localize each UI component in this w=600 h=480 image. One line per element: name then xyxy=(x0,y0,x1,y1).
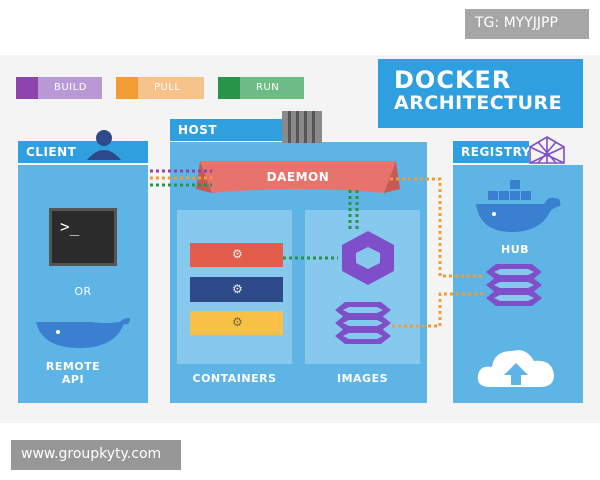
server-icon xyxy=(282,111,322,143)
container-gear-icon: ⚙ xyxy=(232,247,243,261)
container-gear-icon: ⚙ xyxy=(232,315,243,329)
remote-api-line-2: API xyxy=(61,373,85,386)
docker-whale-icon xyxy=(36,318,130,348)
title-box xyxy=(378,59,583,128)
cloud-upload-icon xyxy=(477,350,554,387)
watermark-top: TG: MYYJJPP xyxy=(465,9,589,39)
watermark-bottom: www.groupkyty.com xyxy=(11,440,181,470)
legend-run-label: RUN xyxy=(256,82,280,93)
hub-image-stack-icon xyxy=(486,264,542,306)
daemon-label: DAEMON xyxy=(266,170,330,184)
client-panel xyxy=(18,165,148,403)
images-label: IMAGES xyxy=(336,372,389,385)
docker-hub-whale-icon xyxy=(476,180,561,232)
terminal-icon: >_ xyxy=(49,208,117,266)
legend-run-swatch xyxy=(218,77,240,99)
container-navy xyxy=(190,277,283,302)
host-title: HOST xyxy=(170,119,282,141)
legend-build-swatch xyxy=(16,77,38,99)
registry-grid-icon xyxy=(529,136,565,164)
client-or: OR xyxy=(74,285,92,298)
container-gear-icon: ⚙ xyxy=(232,282,243,296)
legend-build: BUILD xyxy=(16,77,102,99)
legend-pull-swatch xyxy=(116,77,138,99)
legend-pull: PULL xyxy=(116,77,204,99)
registry-title: REGISTRY xyxy=(453,141,530,163)
legend-build-label: BUILD xyxy=(54,82,87,93)
client-title: CLIENT xyxy=(18,141,148,163)
image-hexagon-icon xyxy=(342,231,394,285)
user-icon xyxy=(87,130,121,160)
terminal-prompt: >_ xyxy=(60,217,80,236)
container-red xyxy=(190,243,283,267)
remote-api-line-1: REMOTE xyxy=(45,360,101,373)
containers-label: CONTAINERS xyxy=(192,372,277,385)
legend-run: RUN xyxy=(218,77,304,99)
title-line-1: DOCKER xyxy=(394,66,512,94)
image-stack-icon xyxy=(335,302,391,344)
container-yellow xyxy=(190,311,283,335)
title-line-2: ARCHITECTURE xyxy=(394,92,563,114)
legend-pull-label: PULL xyxy=(154,82,181,93)
hub-label: HUB xyxy=(500,243,530,256)
